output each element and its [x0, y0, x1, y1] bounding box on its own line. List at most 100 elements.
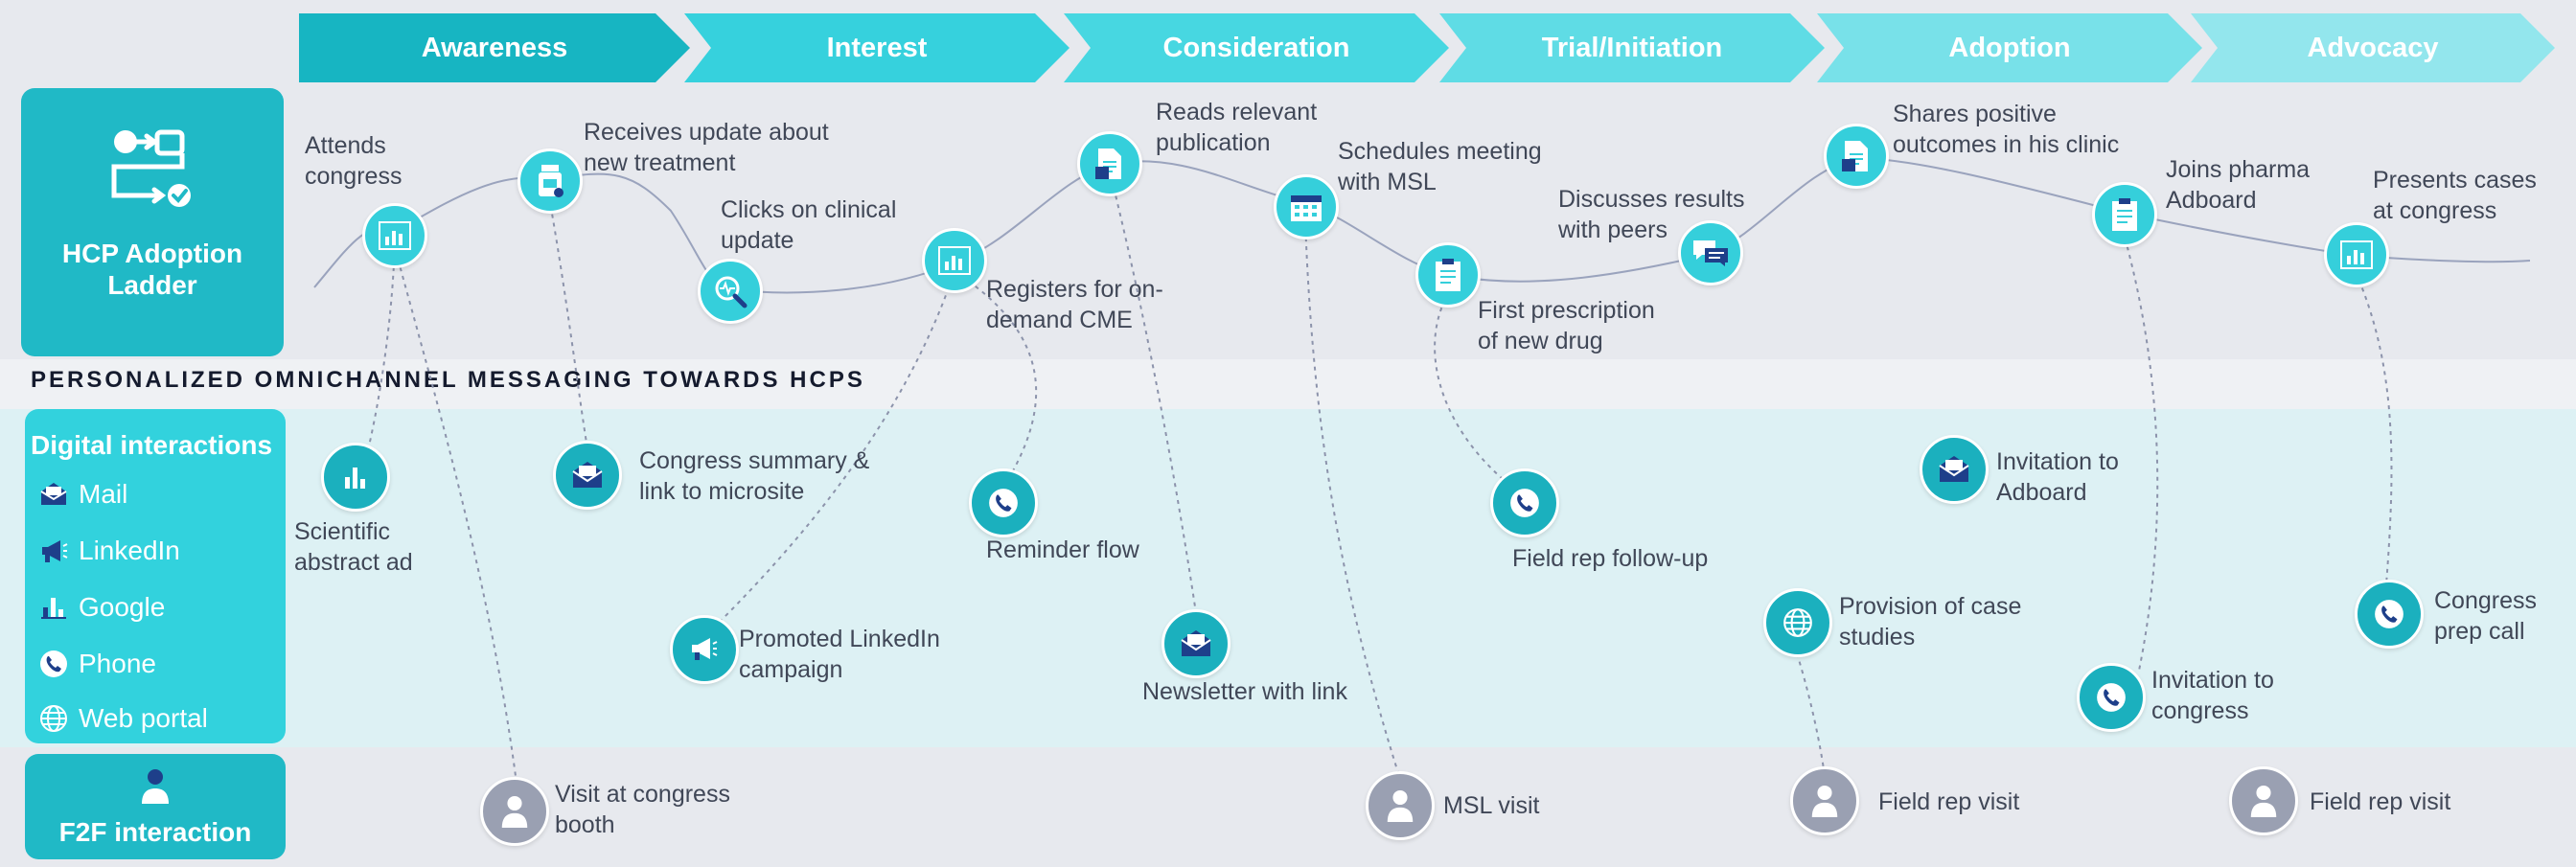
channel-label: Web portal [79, 703, 208, 733]
touchpoint-congress-prep-call[interactable] [2355, 580, 2424, 649]
phone-icon [2375, 600, 2404, 628]
visit-field-rep-2[interactable] [2229, 766, 2298, 835]
stage-advocacy: Advocacy [2191, 13, 2555, 82]
touchpoint-invitation-adboard[interactable] [1920, 435, 1989, 504]
touchpoint-reminder-flow[interactable] [969, 468, 1038, 537]
touchpoint-label: Newsletter with link [1142, 678, 1347, 705]
phone-icon [989, 489, 1018, 517]
visit-label: MSL visit [1443, 792, 1540, 819]
stage-awareness: Awareness [299, 13, 690, 82]
calendar-icon [1291, 195, 1322, 221]
chart-icon [938, 246, 971, 275]
person-icon [501, 795, 528, 828]
hcp-adoption-ladder-panel: HCP Adoption Ladder [21, 88, 284, 356]
touchpoint-invitation-congress[interactable] [2077, 663, 2146, 732]
f2f-band [0, 747, 2576, 867]
journey-label: Registers for on-demand CME [986, 276, 1163, 333]
journey-node-shares-outcomes[interactable] [1824, 124, 1889, 189]
document-icon [1095, 148, 1121, 179]
touchpoint-promoted-linkedin[interactable] [670, 615, 739, 684]
phone-icon [1510, 489, 1539, 517]
f2f-title: F2F interaction [58, 817, 252, 847]
globe-icon [36, 701, 71, 736]
touchpoint-field-rep-follow-up[interactable] [1490, 468, 1559, 537]
journey-node-joins-adboard[interactable] [2092, 182, 2157, 247]
chart-icon [36, 590, 71, 625]
channel-phone: Phone [36, 645, 156, 683]
clipboard-icon [1436, 259, 1460, 291]
pill-bottle-icon [539, 165, 564, 197]
messaging-heading-band [0, 359, 2576, 409]
journey-node-schedules-meeting[interactable] [1274, 174, 1339, 240]
section-heading: PERSONALIZED OMNICHANNEL MESSAGING TOWAR… [31, 367, 865, 393]
stage-ribbon: Awareness Interest Consideration Trial/I… [0, 0, 2576, 86]
connector-line [367, 240, 396, 451]
visit-label: Field rep visit [2310, 788, 2451, 815]
journey-node-first-prescription[interactable] [1415, 242, 1481, 308]
channel-label: Phone [79, 649, 156, 678]
stage-label: Advocacy [2307, 32, 2439, 63]
connector-line [1796, 652, 1826, 777]
stage-label: Consideration [1162, 32, 1350, 63]
channel-label: LinkedIn [79, 536, 180, 565]
stage-label: Trial/Initiation [1541, 32, 1723, 63]
journey-node-clicks-update[interactable] [698, 259, 763, 324]
clipboard-icon [2112, 198, 2137, 231]
megaphone-icon [36, 534, 71, 568]
journey-node-discusses-results[interactable] [1678, 220, 1743, 285]
journey-node-presents-cases[interactable] [2324, 222, 2389, 287]
touchpoint-label: Field rep follow-up [1512, 545, 1709, 572]
visit-msl[interactable] [1366, 771, 1435, 840]
mail-icon [1181, 630, 1211, 656]
visit-field-rep-1[interactable] [1790, 766, 1859, 835]
journey-node-registers-cme[interactable] [922, 228, 987, 293]
digital-interactions-panel: Digital interactions Mail LinkedIn Googl… [25, 409, 286, 743]
touchpoint-label: Congress summary &link to microsite [639, 447, 870, 505]
touchpoint-congress-summary[interactable] [553, 441, 622, 510]
journey-node-receives-update[interactable] [518, 148, 583, 214]
magnifier-icon [715, 276, 748, 308]
touchpoint-newsletter[interactable] [1162, 609, 1230, 678]
connector-line [2122, 229, 2159, 672]
stage-interest: Interest [684, 13, 1070, 82]
connector-line [718, 270, 955, 624]
person-icon [1811, 785, 1838, 817]
journey-node-attends-congress[interactable] [362, 203, 427, 268]
touchpoint-label: Reminder flow [986, 536, 1139, 563]
connector-line [2355, 271, 2393, 585]
ladder-flow-icon [111, 129, 191, 207]
ladder-title-line: Ladder [107, 270, 197, 300]
document-icon [1842, 141, 1868, 171]
person-icon [2250, 785, 2277, 817]
channel-google: Google [36, 588, 165, 627]
channel-label: Mail [79, 479, 128, 509]
touchpoint-scientific-abstract-ad[interactable] [321, 443, 390, 512]
stage-label: Adoption [1948, 32, 2071, 63]
phone-icon [36, 647, 71, 681]
channel-mail: Mail [36, 475, 127, 513]
visit-label: Field rep visit [1878, 788, 2020, 815]
chart-icon [2340, 240, 2373, 269]
channel-web-portal: Web portal [36, 699, 208, 738]
journey-node-reads-publication[interactable] [1077, 131, 1142, 196]
visit-congress-booth[interactable] [480, 777, 549, 846]
digital-title: Digital interactions [31, 430, 273, 460]
chart-icon [379, 221, 411, 250]
touchpoint-case-studies[interactable] [1763, 588, 1832, 657]
stage-trial: Trial/Initiation [1439, 13, 1825, 82]
stage-label: Awareness [421, 32, 568, 63]
person-icon [1387, 789, 1414, 822]
